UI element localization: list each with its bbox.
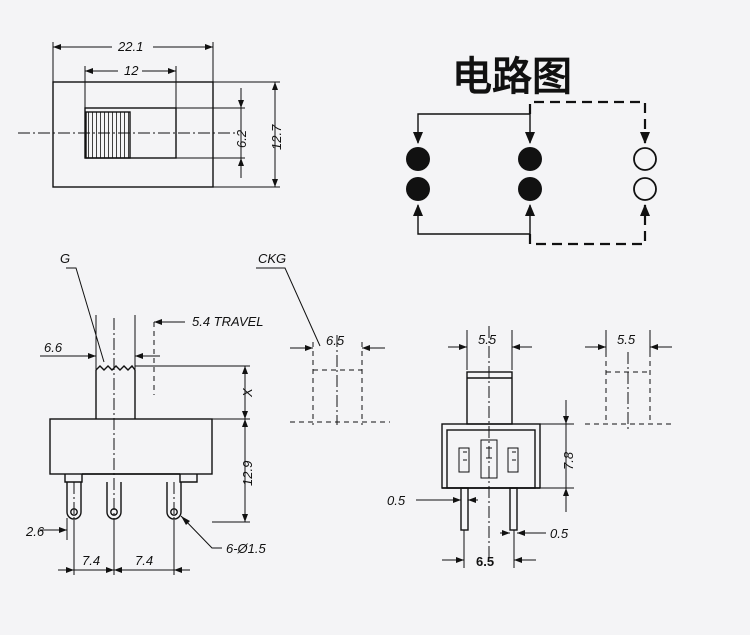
label-ckg-leader (256, 267, 321, 347)
terminal-middle-upper (518, 147, 542, 171)
dim-slot-length: 12 (124, 63, 139, 78)
ckg-view: CKG 6.5 (256, 251, 390, 425)
end-view-center-contact (480, 439, 498, 479)
end-view-alt: 5.5 (585, 330, 672, 430)
dim-travel: 5.4 TRAVEL (192, 314, 264, 329)
top-view-actuator-knob (85, 111, 131, 159)
label-g-leader (66, 267, 105, 363)
terminal-left-upper (406, 147, 430, 171)
dim-end-actuator-width: 5.5 (478, 332, 497, 347)
dim-overall-height: 12.7 (269, 124, 284, 150)
end-view-body-inner (446, 429, 536, 489)
dim-end-body-height: 7.8 (561, 451, 576, 470)
terminal-left-lower (406, 177, 430, 201)
dim-lead-thickness-left: 0.5 (387, 493, 406, 508)
end-view: 5.5 7.8 0.5 (387, 326, 576, 569)
circuit-bottom-wire (417, 205, 531, 235)
dim-hole-spec: 6-Ø1.5 (226, 541, 267, 556)
lead-middle (106, 482, 122, 520)
dim-pitch-right: 7.4 (135, 553, 153, 568)
dim-alt-actuator-width: 5.5 (617, 332, 636, 347)
end-view-left-contact (458, 447, 470, 473)
end-view-lead-left (460, 487, 469, 531)
dim-ckg-width: 6.5 (326, 333, 345, 348)
circuit-diagram-title: 电路图 (452, 54, 572, 100)
terminal-right-lower (633, 177, 657, 201)
circuit-diagram: 电路图 (406, 54, 657, 246)
actuator-knurl (95, 364, 136, 371)
lead-middle-hole (110, 508, 118, 516)
dim-overall-length: 22.1 (117, 39, 143, 54)
dim-slot-height: 6.2 (234, 129, 249, 148)
label-ckg: CKG (258, 251, 286, 266)
side-view: G 6.6 5.4 TRAVEL X (25, 251, 267, 575)
dim-lead-thickness-right: 0.5 (550, 526, 569, 541)
dim-pitch-left: 7.4 (82, 553, 100, 568)
circuit-top-wire (417, 113, 531, 143)
terminal-right-upper (633, 147, 657, 171)
top-view-body-outline (52, 81, 214, 188)
dim-actuator-width: 6.6 (44, 340, 63, 355)
dim-lead-spacing: 6.5 (476, 554, 494, 569)
body-foot-right (179, 474, 198, 483)
terminal-middle-lower (518, 177, 542, 201)
dim-lead-offset: 2.6 (25, 524, 45, 539)
circuit-dashed-top (528, 100, 647, 143)
circuit-dashed-bottom (528, 205, 647, 246)
hole-spec-leader (180, 515, 222, 549)
label-g: G (60, 251, 70, 266)
top-view: 22.1 12 6.2 12.7 (18, 39, 284, 188)
dim-body-height: 12.9 (240, 461, 255, 486)
body-foot-left (64, 474, 83, 483)
end-view-right-contact (507, 447, 519, 473)
switch-body-side (49, 418, 213, 475)
dim-actuator-height: X (240, 387, 255, 398)
actuator-side (96, 370, 135, 419)
end-view-lead-right (509, 487, 518, 531)
